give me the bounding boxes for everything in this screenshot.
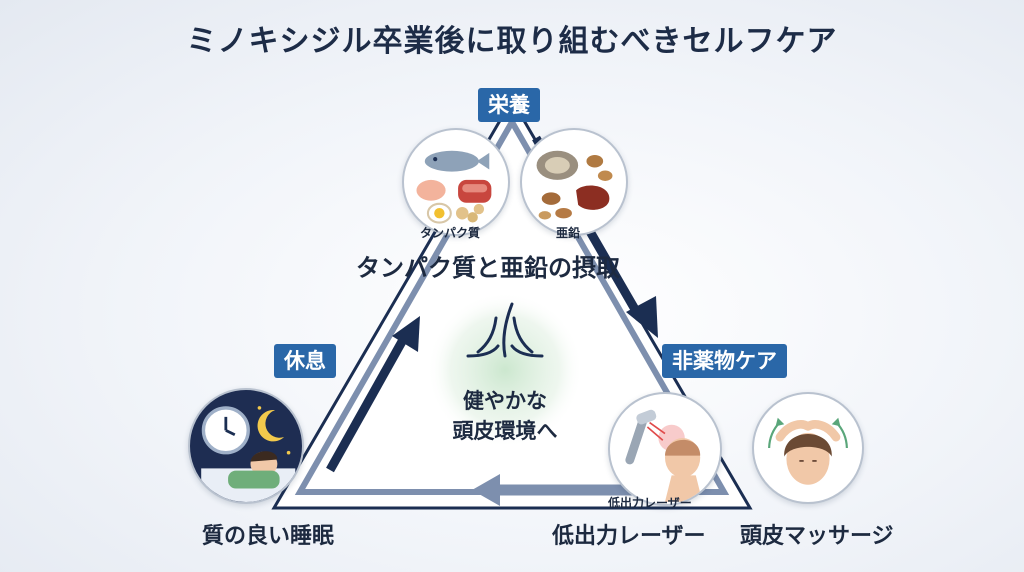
center-text-line1: 健やかな [463,389,547,413]
zinc-small-label: 亜鉛 [556,226,581,240]
arrow-bottom [472,474,636,506]
arrow-left-side [326,316,420,473]
scalp-massage-image [752,392,864,504]
protein-small-label: タンパク質 [420,226,481,240]
laser-small-label: 低出力レーザー [608,496,692,510]
nutrition-label: タンパク質と亜鉛の摂取 [356,254,620,282]
tag-non-drug-care: 非薬物ケア [662,344,787,378]
tag-nutrition: 栄養 [478,88,540,122]
scalp-massage-label: 頭皮マッサージ [740,524,894,549]
sleep-image [188,388,304,504]
rest-label: 質の良い睡眠 [202,524,335,549]
hair-follicle-icon [466,302,544,358]
page-title: ミノキシジル卒業後に取り組むべきセルフケア [186,24,838,59]
center-text: 健やかな 頭皮環境へ [420,386,590,446]
protein-food-image [402,128,510,236]
laser-device-image [608,392,722,506]
zinc-food-image [520,128,628,236]
tag-rest: 休息 [274,344,336,378]
center-glow [427,292,583,448]
center-text-line2: 頭皮環境へ [452,419,558,443]
laser-label: 低出力レーザー [552,524,706,549]
